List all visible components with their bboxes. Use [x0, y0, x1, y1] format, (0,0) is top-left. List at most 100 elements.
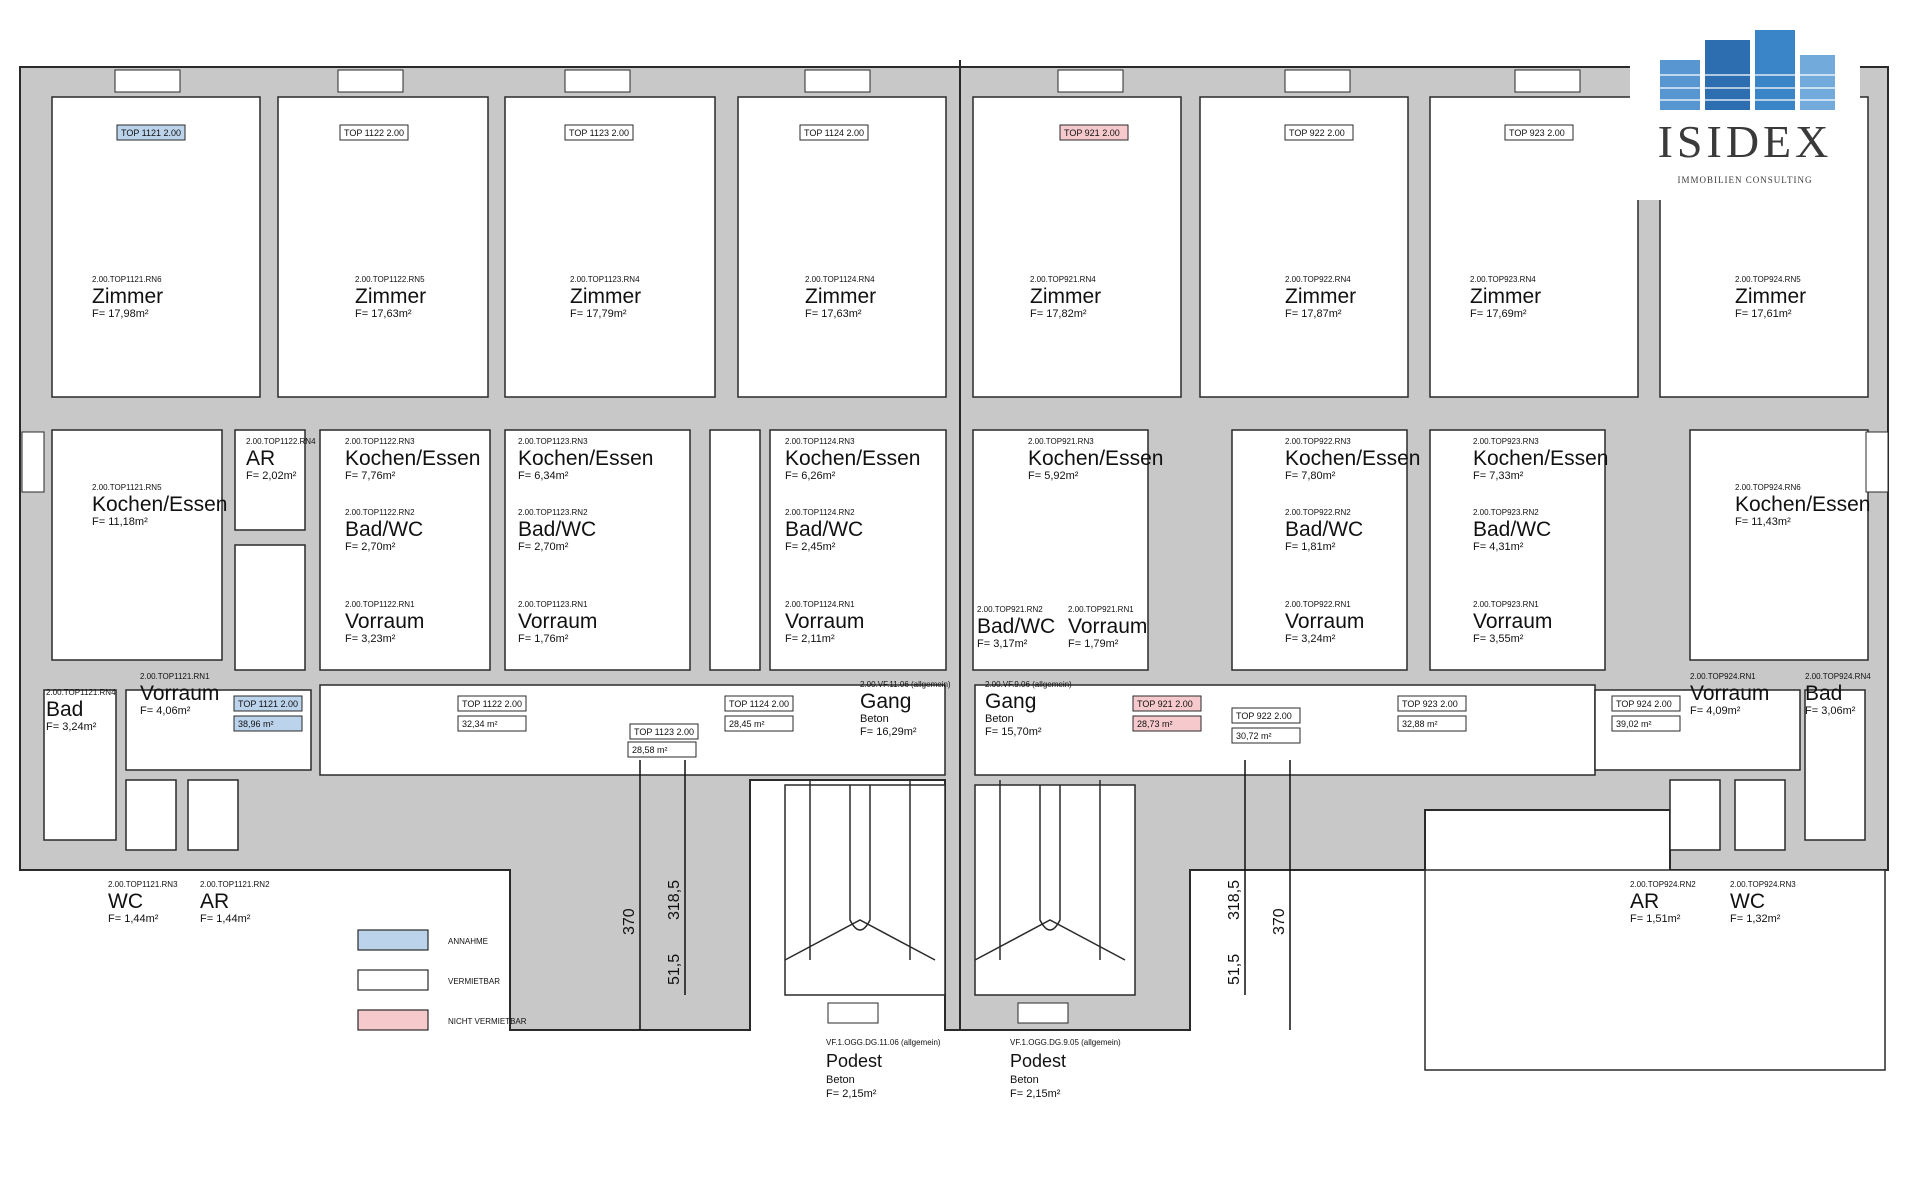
room-code: 2.00.TOP1121.RN2 [200, 880, 270, 889]
unit-tag: TOP 921 2.00 [1064, 128, 1120, 138]
window [1284, 69, 1351, 93]
room-name: Zimmer [1030, 285, 1101, 308]
stair-code: VF.1.OGG.DG.9.05 (allgemein) [1010, 1038, 1121, 1047]
unit-area-box [1132, 715, 1202, 732]
room-code: 2.00.TOP1122.RN3 [345, 437, 415, 446]
room-code: 2.00.VF.11.06 (allgemein) [860, 680, 951, 689]
unit-tag-box [1504, 124, 1574, 141]
room-area: F= 1,81m² [1285, 541, 1336, 553]
room-kochen-1124 [769, 429, 947, 671]
unit-tag-box [339, 124, 409, 141]
window [804, 69, 871, 93]
room-code: 2.00.TOP1121.RN5 [92, 483, 162, 492]
room-zimmer-922 [1199, 96, 1409, 398]
unit-tag-box [1059, 124, 1129, 141]
unit-area-box [724, 715, 794, 732]
legend-label: NICHT VERMIETBAR [448, 1017, 527, 1026]
room-code: 2.00.TOP1123.RN1 [518, 600, 588, 609]
room-name: Vorraum [140, 682, 219, 705]
room-name: Vorraum [518, 610, 597, 633]
room-name: Kochen/Essen [1735, 493, 1870, 516]
stairwell-right [974, 784, 1136, 996]
room-zimmer-1121 [51, 96, 261, 398]
room-code: 2.00.TOP921.RN3 [1028, 437, 1094, 446]
room-code: 2.00.TOP924.RN2 [1630, 880, 1696, 889]
room-area: F= 2,70m² [518, 541, 569, 553]
window [21, 431, 45, 493]
room-code: 2.00.TOP924.RN5 [1735, 275, 1801, 284]
room-name: Gang [985, 690, 1036, 713]
room-zimmer-1122 [277, 96, 489, 398]
room-name: WC [108, 890, 143, 913]
unit-tag-box [1284, 124, 1354, 141]
unit-area-box [1231, 727, 1301, 744]
room-bad-1121 [43, 689, 117, 841]
stair-labels: VF.1.OGG.DG.11.06 (allgemein)PodestBeton… [826, 1038, 1121, 1100]
window [1057, 69, 1124, 93]
room-name: Bad/WC [1473, 518, 1551, 541]
room-name: Bad/WC [518, 518, 596, 541]
legend-swatch [357, 929, 429, 951]
room-name: Bad [1805, 682, 1842, 705]
unit-tag: TOP 1124 2.00 [729, 699, 789, 709]
room-kochen-922 [1231, 429, 1408, 671]
dimension-label: 318,5 [1226, 880, 1243, 920]
room-kochen-1121 [51, 429, 223, 661]
room-name: Vorraum [1473, 610, 1552, 633]
room-code: 2.00.TOP1123.RN3 [518, 437, 588, 446]
room-name: AR [246, 447, 275, 470]
room-area: F= 17,98m² [92, 308, 149, 320]
dimension-label: 370 [1271, 908, 1288, 935]
unit-area: 32,88 m² [1402, 719, 1438, 729]
unit-tag-box [799, 124, 869, 141]
unit-tag: TOP 1122 2.00 [344, 128, 404, 138]
room-name: Zimmer [805, 285, 876, 308]
unit-area-box [457, 715, 527, 732]
unit-area: 28,73 m² [1137, 719, 1173, 729]
room-area: F= 7,80m² [1285, 470, 1336, 482]
room-area: F= 4,06m² [140, 705, 191, 717]
room-name: Zimmer [1735, 285, 1806, 308]
room-code: 2.00.TOP921.RN1 [1068, 605, 1134, 614]
room-code: 2.00.TOP1121.RN1 [140, 672, 210, 681]
room-name: Zimmer [570, 285, 641, 308]
unit-tag: TOP 1123 2.00 [569, 128, 629, 138]
unit-tag: TOP 1121 2.00 [238, 699, 298, 709]
room-kochen-923 [1429, 429, 1606, 671]
unit-tag: TOP 1121 2.00 [121, 128, 181, 138]
legend-label: VERMIETBAR [448, 977, 500, 986]
room-name: Bad/WC [785, 518, 863, 541]
room-area: F= 2,45m² [785, 541, 836, 553]
unit-tag-box [564, 124, 634, 141]
unit-tag-box [116, 124, 186, 141]
unit-area: 28,45 m² [729, 719, 765, 729]
room-area: F= 11,18m² [92, 516, 148, 528]
room-wc-1121 [125, 779, 177, 851]
dimension-lines [639, 760, 1291, 1030]
room-area: F= 17,63m² [805, 308, 862, 320]
room-name: AR [200, 890, 229, 913]
room-code: 2.00.TOP924.RN6 [1735, 483, 1801, 492]
room-area: F= 17,63m² [355, 308, 412, 320]
room-name: Zimmer [1285, 285, 1356, 308]
window [1865, 431, 1889, 493]
room-kochen-924 [1689, 429, 1869, 661]
room-name: Kochen/Essen [345, 447, 480, 470]
room-area: F= 4,31m² [1473, 541, 1524, 553]
room-area: F= 15,70m² [985, 726, 1042, 738]
room-area: F= 2,70m² [345, 541, 396, 553]
unit-tag: TOP 921 2.00 [1137, 699, 1193, 709]
stair-material: Beton [826, 1074, 855, 1086]
room-name: Kochen/Essen [92, 493, 227, 516]
room-ar-1121 [187, 779, 239, 851]
room-name: Kochen/Essen [1473, 447, 1608, 470]
unit-area: 32,34 m² [462, 719, 498, 729]
stair-area: F= 2,15m² [826, 1088, 877, 1100]
unit-tag-box [1132, 695, 1202, 712]
room-area: F= 17,79m² [570, 308, 627, 320]
room-code: 2.00.TOP1123.RN4 [570, 275, 640, 284]
room-code: 2.00.TOP922.RN4 [1285, 275, 1351, 284]
logo-name: ISIDEX [1657, 116, 1833, 167]
room-name: Kochen/Essen [518, 447, 653, 470]
